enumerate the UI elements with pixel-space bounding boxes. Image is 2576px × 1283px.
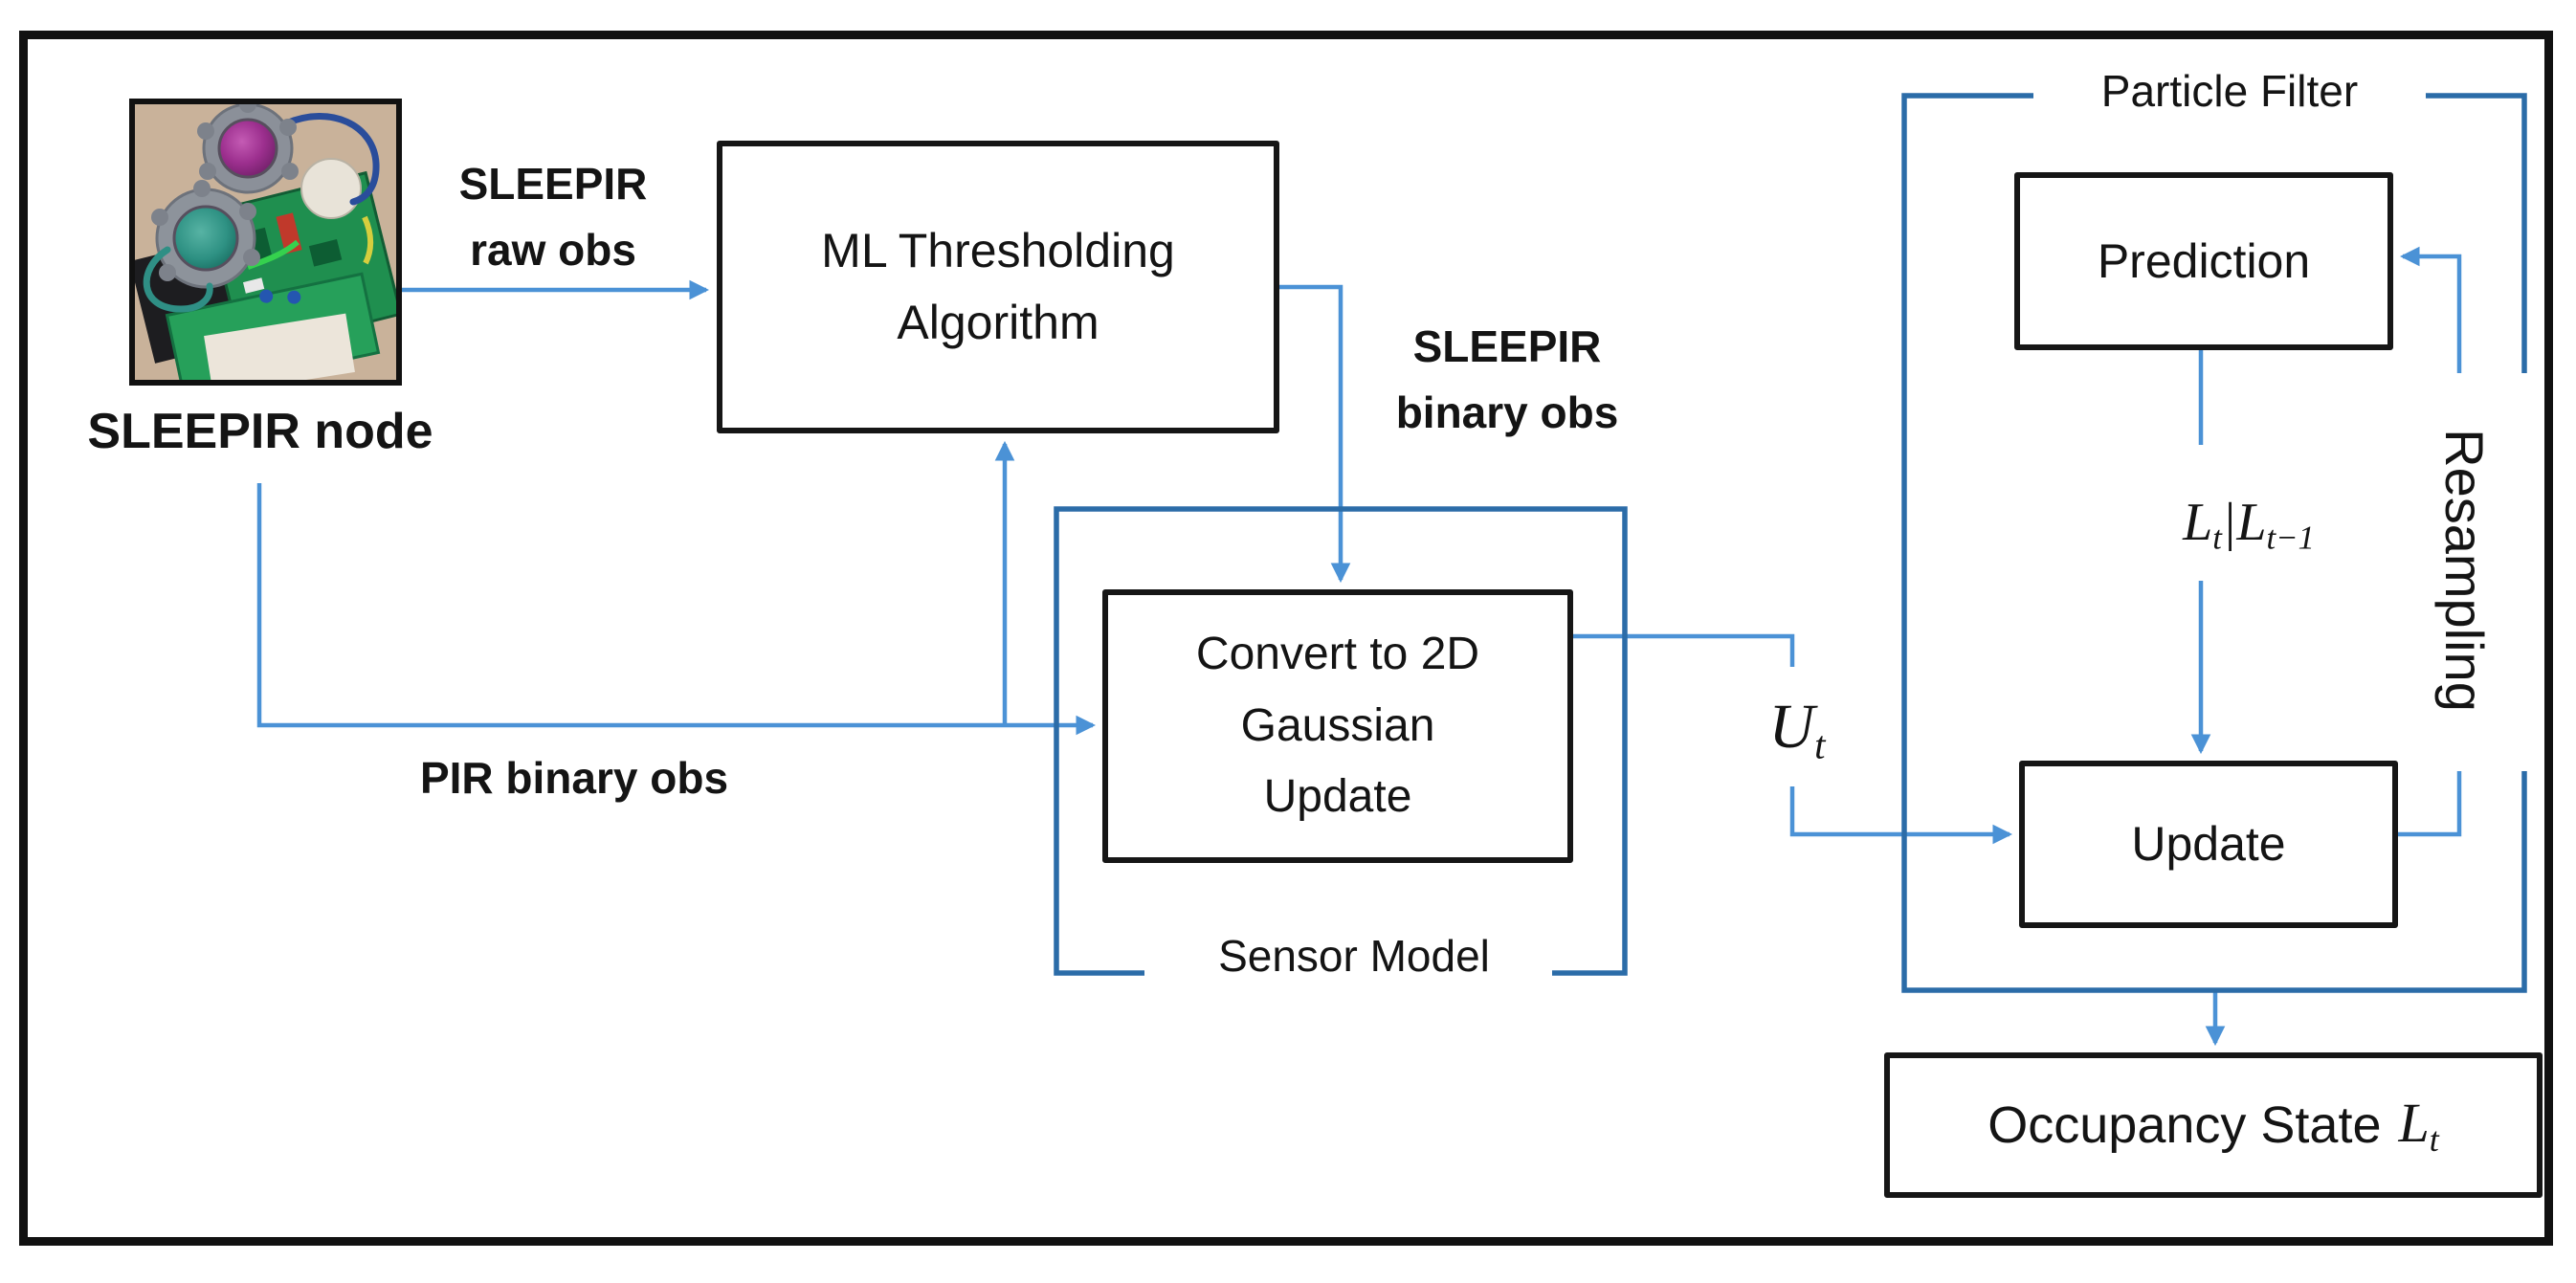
update-box-label: Update [2131, 817, 2286, 871]
sensor-model-bracket [1054, 506, 1628, 976]
photo-white-bracket [204, 313, 355, 380]
convert-box-line1: Convert to 2D [1195, 629, 1480, 680]
photo-sensor-cap-bottom [151, 180, 260, 289]
sleepir-node-caption: SLEEPIR node [87, 404, 433, 459]
particle-filter-bracket-left [1901, 93, 2527, 993]
update-box: Update [2019, 761, 2398, 928]
ml-to-convert-arrow [1278, 284, 1351, 584]
sensor-model-label: Sensor Model [1218, 931, 1490, 981]
resampling-line-upper-arrow [2399, 246, 2462, 373]
ut-line-upper [1573, 633, 1795, 667]
sleepir-node-photo-art [135, 104, 396, 380]
photo-yellow-wire [362, 215, 374, 265]
occupancy-state-box: Occupancy State Lt [1884, 1052, 2543, 1198]
ut-line-lower-arrow [1789, 786, 2013, 845]
lt-given-ltminus1-math-label: Lt|Lt−1 [2183, 492, 2315, 557]
sleepir-raw-obs-label: SLEEPIR raw obs [458, 159, 648, 275]
convert-box-line2: Gaussian [1240, 699, 1435, 751]
ml-box-line1: ML Thresholding [821, 224, 1175, 277]
photo-blue-wire [282, 113, 380, 206]
resampling-label: Resampling [2434, 429, 2495, 712]
ut-math-label: Ut [1768, 691, 1826, 767]
occupancy-state-math-lt: Lt [2398, 1091, 2439, 1160]
ml-thresholding-box: ML Thresholding Algorithm [717, 141, 1279, 433]
diagram-outer-border [19, 31, 2553, 1246]
photo-teal-wire [143, 246, 213, 313]
convert-box-line3: Update [1263, 771, 1412, 823]
resampling-line-lower [2397, 771, 2462, 837]
node-to-convert-line [256, 483, 1097, 736]
convert-gaussian-box: Convert to 2D Gaussian Update [1102, 589, 1573, 863]
photo-sensor-cap-top [197, 104, 299, 194]
particle-filter-label: Particle Filter [2100, 66, 2359, 116]
pir-binary-obs-label: PIR binary obs [419, 753, 729, 803]
photo-pir-dome [300, 158, 362, 219]
sleepir-node-photo [129, 99, 402, 386]
prediction-box: Prediction [2014, 172, 2393, 350]
particle-filter-bracket-right [2426, 93, 2527, 373]
sleepir-binary-obs-label: SLEEPIR binary obs [1395, 321, 1619, 437]
occupancy-state-text: Occupancy State [1988, 1095, 2382, 1154]
prediction-box-label: Prediction [2097, 233, 2311, 288]
ml-box-line2: Algorithm [897, 296, 1099, 349]
